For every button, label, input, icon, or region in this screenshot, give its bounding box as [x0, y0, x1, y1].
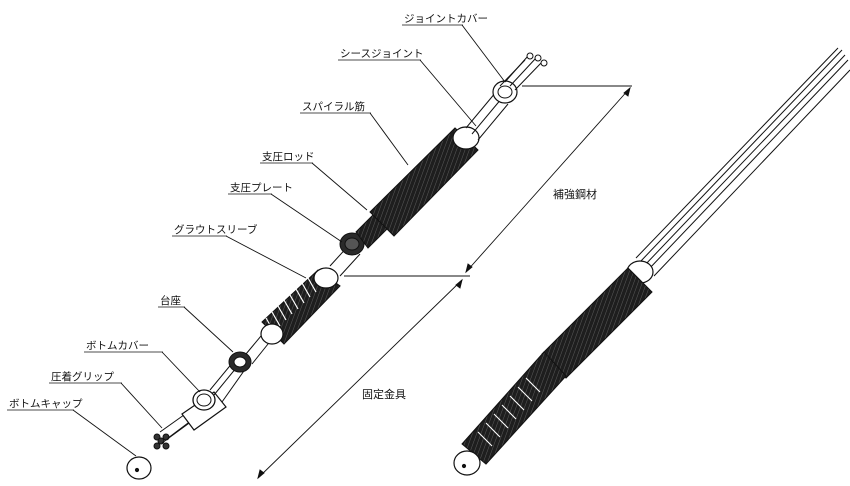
top-strands	[499, 52, 548, 91]
bottom-cap	[126, 456, 152, 480]
leader-lines	[72, 24, 506, 457]
label-bearing-plate: 支圧プレート	[230, 182, 293, 194]
left-assembly	[126, 52, 548, 480]
dimension-lines	[257, 85, 632, 480]
label-bottom-cover: ボトムカバー	[86, 340, 149, 352]
grout-sleeve-coil	[260, 267, 341, 345]
crimp-grips	[153, 433, 170, 450]
label-bearing-rod: 支圧ロッド	[262, 151, 315, 163]
label-joint-cover: ジョイントカバー	[404, 13, 488, 25]
label-bottom-cap: ボトムキャップ	[9, 398, 83, 410]
base-ring	[228, 351, 252, 373]
spiral-rebar	[369, 126, 480, 237]
label-crimp-grip: 圧着グリップ	[51, 370, 114, 383]
bearing-plate	[339, 232, 365, 256]
right-spiral-rebar	[541, 267, 653, 379]
right-bottom-cap	[453, 450, 481, 476]
right-assembly	[453, 47, 850, 476]
upper-sheath	[465, 91, 509, 141]
bottom-cover	[181, 389, 227, 431]
label-grout-sleeve: グラウトスリーブ	[174, 223, 258, 236]
joint-cover	[492, 80, 518, 104]
label-sheath-joint: シースジョイント	[340, 48, 423, 60]
label-spiral-rebar: スパイラル筋	[302, 100, 365, 113]
right-grout-sleeve	[461, 351, 567, 465]
part-labels: ジョイントカバー シースジョイント スパイラル筋 支圧ロッド 支圧プレート グラ…	[7, 13, 597, 411]
label-reinforcing-steel: 補強鋼材	[553, 187, 597, 201]
label-base: 台座	[160, 294, 181, 307]
label-fixing-hardware: 固定金具	[362, 387, 406, 401]
right-strands	[635, 47, 850, 277]
